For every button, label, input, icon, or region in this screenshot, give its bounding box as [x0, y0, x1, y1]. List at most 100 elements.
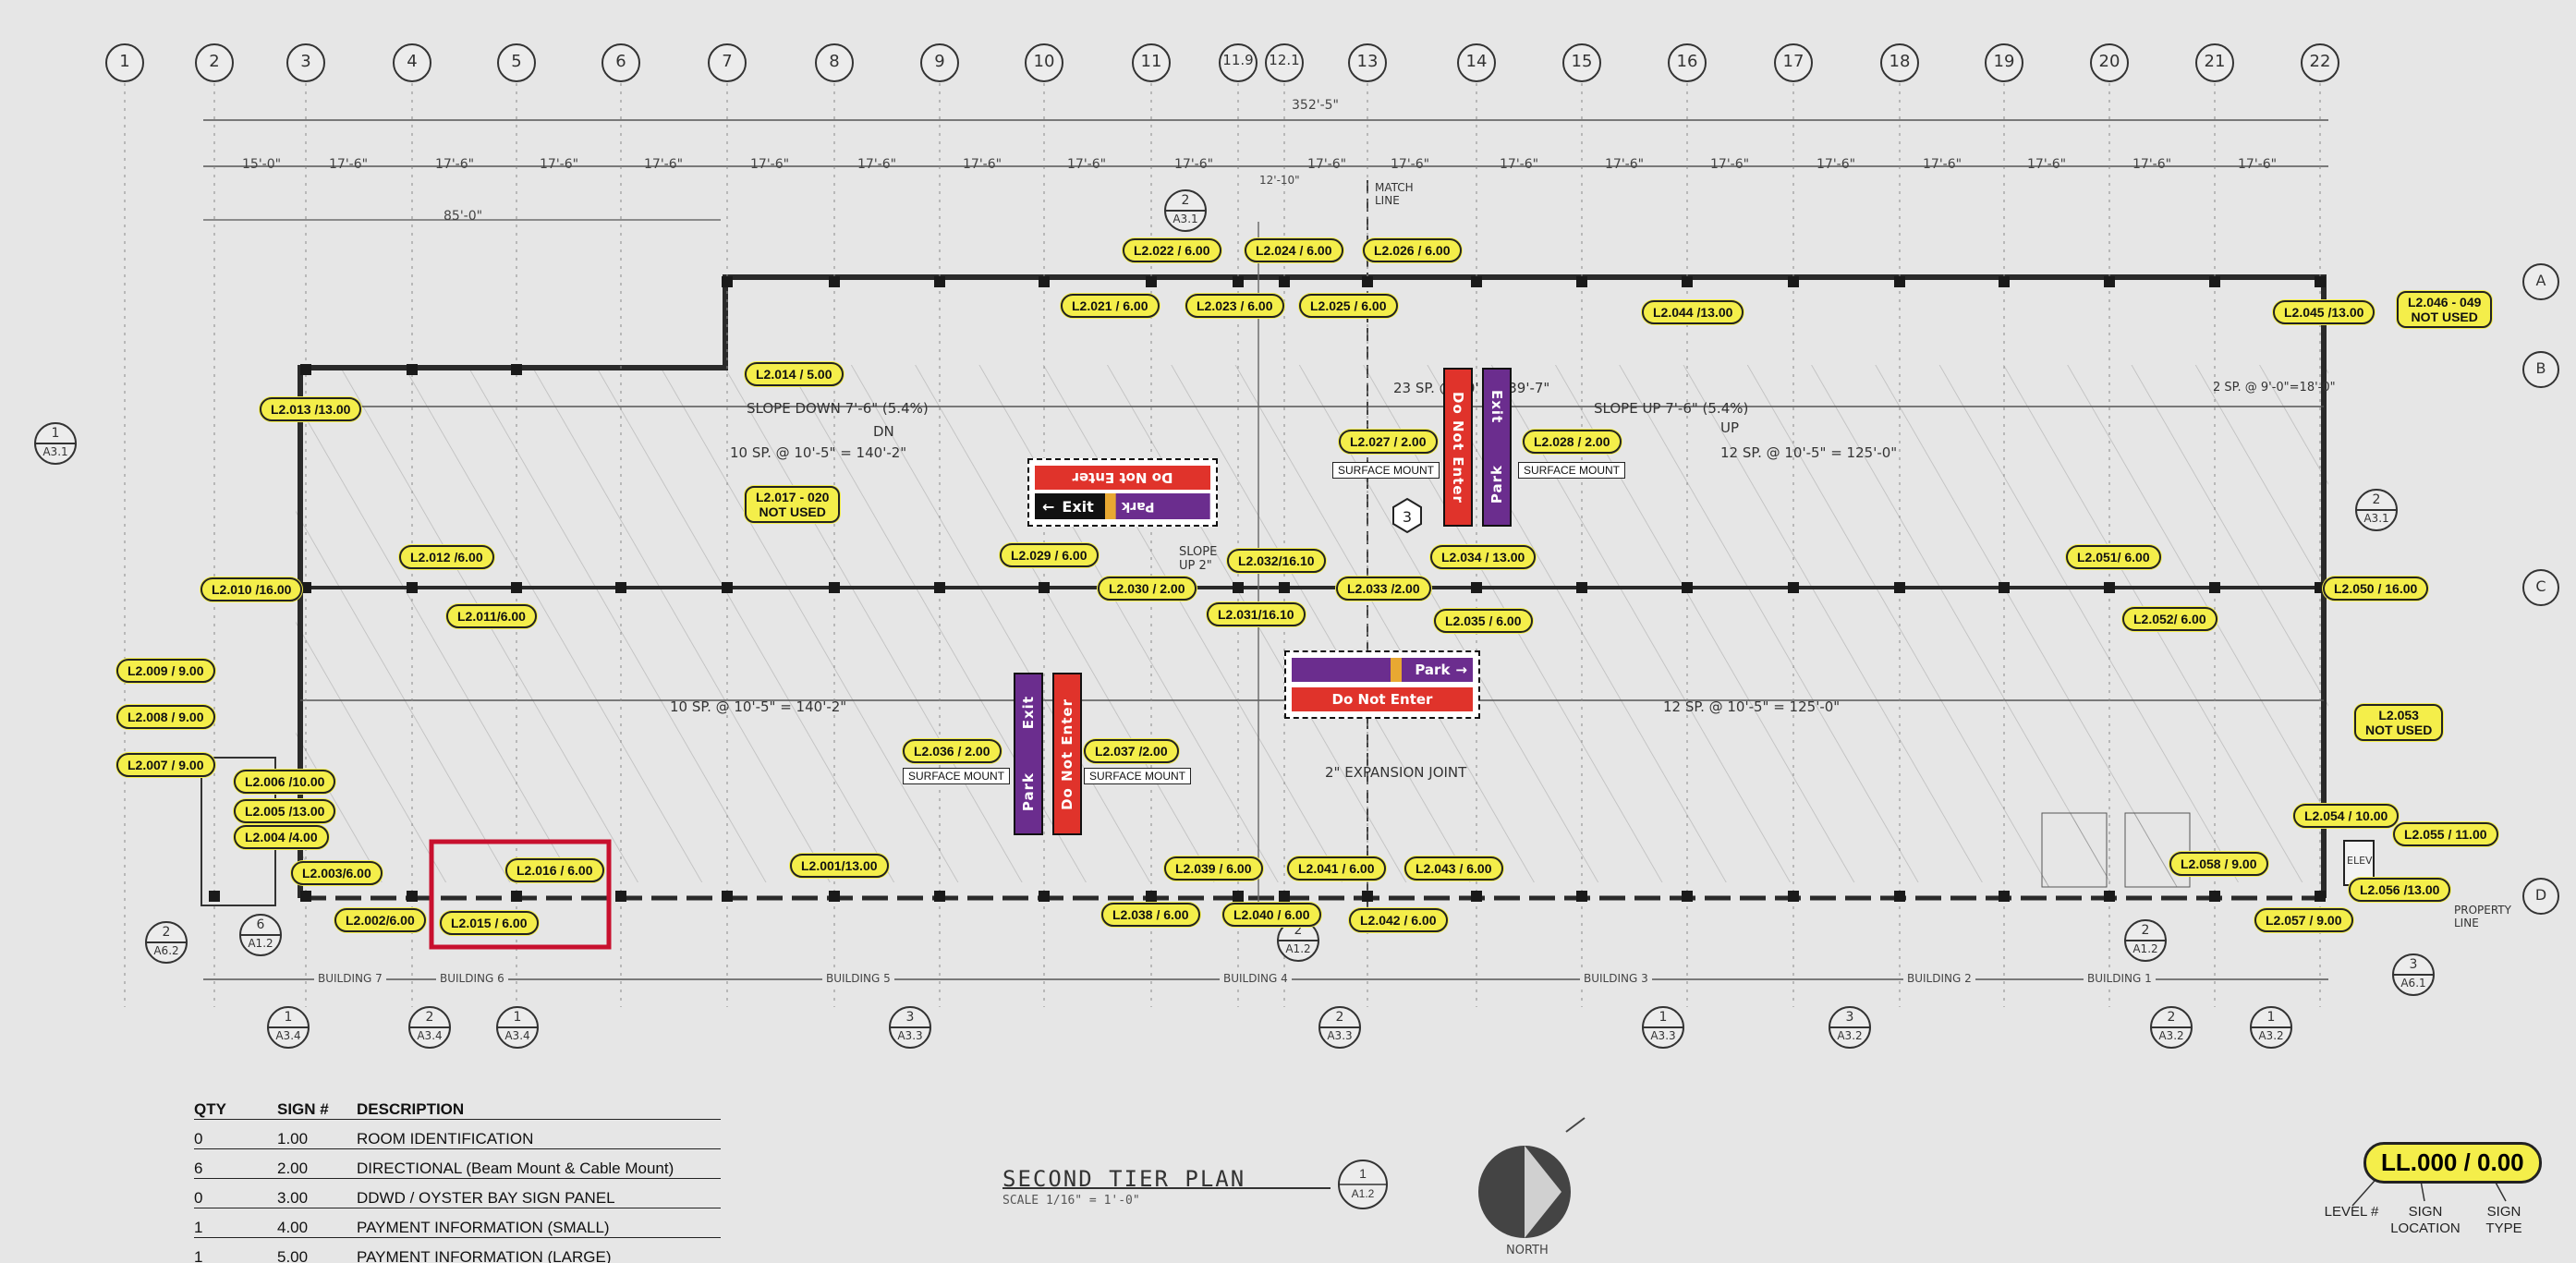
section-sheet: A3.2: [2158, 1029, 2184, 1042]
sign-id: L2.002/6.00: [346, 913, 415, 928]
structural-column: [2209, 891, 2220, 902]
note-spaces-top-right: 12 SP. @ 10'-5" = 125'-0": [1720, 444, 1898, 461]
sign-location-tag: L2.005 /13.00: [234, 799, 336, 823]
note-expansion-joint: 2" EXPANSION JOINT: [1325, 764, 1467, 781]
sign-id: L2.033 /2.00: [1347, 581, 1420, 596]
do-not-enter-text: Do Not Enter: [1450, 391, 1466, 504]
section-sheet: A3.4: [417, 1029, 443, 1042]
column-dimension: 12'-10": [1259, 174, 1300, 187]
park-segment: Park: [1116, 493, 1210, 519]
structural-column: [1039, 582, 1050, 593]
structural-column: [1233, 891, 1244, 902]
sign-location-tag: L2.009 / 9.00: [116, 659, 215, 683]
sign-location-tag: L2.031/16.10: [1207, 602, 1306, 626]
sign-location-tag: L2.032/16.10: [1227, 549, 1326, 573]
park-text: Park: [1415, 662, 1451, 678]
sign-location-tag: L2.051/ 6.00: [2066, 545, 2161, 569]
grid-label-B: B: [2535, 359, 2546, 377]
structural-column: [1279, 276, 1290, 287]
structural-column: [2209, 276, 2220, 287]
sign-id: L2.038 / 6.00: [1112, 907, 1189, 922]
grid-bubble: [195, 43, 234, 82]
grid-bubble: [393, 43, 431, 82]
structural-column: [1682, 276, 1693, 287]
section-number: 2: [1181, 193, 1190, 208]
sign-number-cell: 2.00: [277, 1160, 309, 1177]
sign-id: L2.005 /13.00: [245, 804, 325, 819]
grid-label-16: 16: [1676, 52, 1698, 71]
section-number: 2: [1294, 923, 1303, 938]
bay-dimension: 17'-6": [329, 157, 369, 172]
bay-dimension: 17'-6": [750, 157, 790, 172]
section-sheet: A1.2: [248, 937, 273, 950]
sign-location-tag: L2.016 / 6.00: [505, 858, 604, 882]
structural-column: [209, 891, 220, 902]
qty-cell: 1: [194, 1248, 203, 1263]
sign-id: L2.009 / 9.00: [128, 663, 204, 678]
do-not-enter-bar: Do Not Enter: [1292, 687, 1473, 711]
sign-location-tag: L2.011/6.00: [446, 604, 537, 628]
sign-location-tag: L2.050 / 16.00: [2323, 577, 2429, 601]
sign-id: L2.022 / 6.00: [1134, 243, 1210, 258]
sign-location-tag: L2.028 / 2.00: [1523, 430, 1622, 454]
grid-bubble: [1132, 43, 1171, 82]
bay-dimension: 17'-6": [1307, 157, 1347, 172]
sign-location-tag: L2.055 / 11.00: [2393, 822, 2498, 846]
grid-label-5: 5: [511, 52, 522, 71]
structural-column: [1894, 276, 1905, 287]
plan-scale: SCALE 1/16" = 1'-0": [1002, 1194, 1140, 1208]
sign-id: L2.034 / 13.00: [1441, 550, 1525, 565]
structural-column: [1788, 582, 1799, 593]
sign-location-tag: L2.023 / 6.00: [1185, 294, 1284, 318]
do-not-enter-text: Do Not Enter: [1331, 691, 1433, 708]
grid-label-A: A: [2535, 272, 2546, 289]
section-number: 1: [2266, 1010, 2276, 1025]
header-description: DESCRIPTION: [357, 1100, 465, 1118]
grid-bubble: [497, 43, 536, 82]
north-label: NORTH: [1506, 1244, 1549, 1257]
structural-column: [829, 891, 840, 902]
sign-id: L2.025 / 6.00: [1310, 298, 1387, 313]
section-sheet: A3.4: [504, 1029, 530, 1042]
section-number: 2: [425, 1010, 434, 1025]
sign-id: L2.054 / 10.00: [2304, 808, 2388, 823]
building-label: BUILDING 5: [822, 972, 894, 985]
directional-sign-cable-mount: Park → Do Not Enter: [1284, 650, 1480, 719]
grid-label-C: C: [2535, 577, 2546, 595]
building-label: BUILDING 7: [314, 972, 386, 985]
structural-column: [1894, 582, 1905, 593]
bay-dimension: 17'-6": [1605, 157, 1645, 172]
section-sheet: A6.1: [2400, 977, 2426, 990]
sign-id: L2.023 / 6.00: [1197, 298, 1273, 313]
grid-label-12.1: 12.1: [1269, 52, 1300, 68]
structural-column: [1999, 891, 2010, 902]
sign-id: L2.015 / 6.00: [451, 916, 528, 930]
park-text: Park: [1488, 465, 1505, 504]
structural-column: [1039, 276, 1050, 287]
qty-cell: 0: [194, 1189, 203, 1207]
grid-bubble: [286, 43, 325, 82]
structural-column: [615, 582, 626, 593]
sign-id: L2.006 /10.00: [245, 774, 325, 789]
sign-location-tag: L2.014 / 5.00: [745, 362, 844, 386]
sign-location-tag: L2.041 / 6.00: [1287, 856, 1386, 880]
sign-location-tag: L2.024 / 6.00: [1245, 238, 1343, 262]
description-cell: DDWD / OYSTER BAY SIGN PANEL: [357, 1189, 615, 1207]
structural-column: [1682, 891, 1693, 902]
grid-label-11: 11: [1140, 52, 1162, 71]
grid-bubble: [2195, 43, 2234, 82]
bay-dimension: 17'-6": [1817, 157, 1856, 172]
structural-column: [1471, 582, 1482, 593]
sign-id: L2.051/ 6.00: [2077, 550, 2150, 565]
sign-location-tag: L2.004 /4.00: [234, 825, 329, 849]
qty-cell: 6: [194, 1160, 203, 1177]
section-sheet: A3.1: [43, 445, 68, 458]
note-spaces-mid-right: 12 SP. @ 10'-5" = 125'-0": [1663, 698, 1841, 715]
structural-column: [1471, 276, 1482, 287]
grid-label-22: 22: [2309, 52, 2331, 71]
sign-location-tag: L2.054 / 10.00: [2293, 804, 2400, 828]
sign-id: L2.046 - 049: [2408, 295, 2482, 310]
sign-status: NOT USED: [2411, 310, 2478, 324]
sign-location-tag: L2.058 / 9.00: [2169, 852, 2268, 876]
